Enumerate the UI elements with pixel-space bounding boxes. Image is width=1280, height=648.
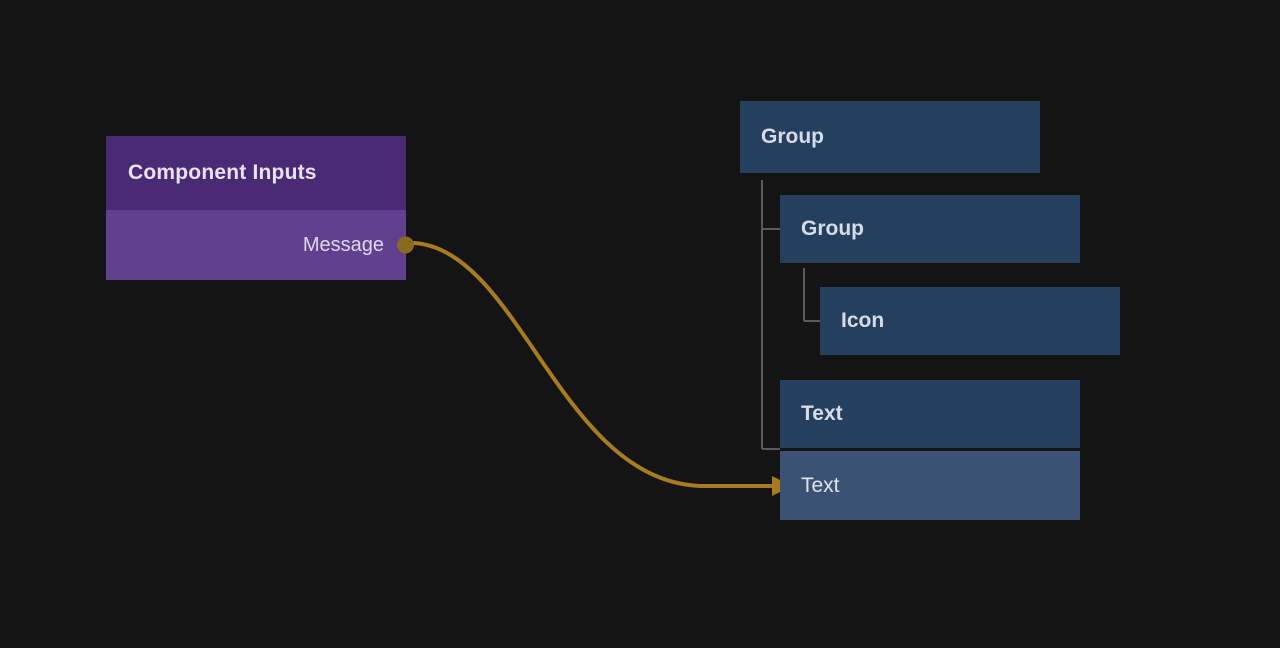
input-port-label-message: Message	[302, 233, 384, 256]
tree-node-icon[interactable]: Icon	[820, 287, 1120, 355]
tree-node-text-property[interactable]: Text	[780, 451, 1080, 520]
connection-wire	[412, 241, 774, 488]
tree-node-label: Text	[801, 473, 840, 497]
tree-node-group-root[interactable]: Group	[740, 101, 1040, 173]
tree-node-label: Group	[761, 125, 824, 148]
tree-node-label: Icon	[841, 309, 885, 332]
component-inputs-node[interactable]: Component Inputs Message	[106, 136, 414, 280]
component-inputs-title: Component Inputs	[128, 161, 317, 184]
tree-node-label: Group	[801, 217, 864, 240]
tree-node-group-child[interactable]: Group	[780, 195, 1080, 263]
tree-node-text[interactable]: Text	[780, 380, 1080, 448]
message-output-port[interactable]	[397, 236, 414, 254]
input-port-row-message[interactable]: Message	[106, 210, 414, 280]
tree-node-label: Text	[801, 402, 843, 425]
component-inputs-header[interactable]: Component Inputs	[106, 136, 406, 210]
